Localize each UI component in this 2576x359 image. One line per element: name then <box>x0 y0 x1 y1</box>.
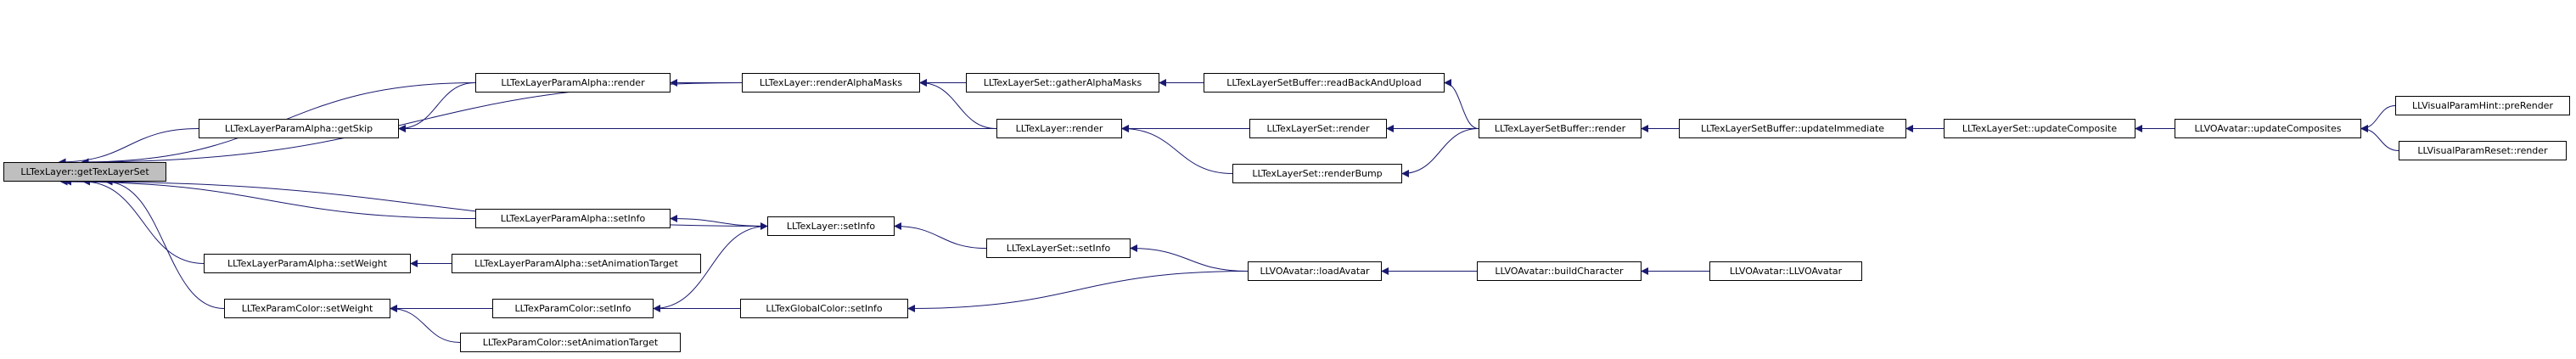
node-render-alpha-masks[interactable]: LLTexLayer::renderAlphaMasks <box>742 73 920 93</box>
node-param-alpha-render[interactable]: LLTexLayerParamAlpha::render <box>475 73 671 93</box>
call-edge-hintPreRender-to-updateComposites <box>2360 105 2396 132</box>
node-layer-render[interactable]: LLTexLayer::render <box>996 119 1122 138</box>
node-layer-set-set-info[interactable]: LLTexLayerSet::setInfo <box>986 238 1131 258</box>
call-edge-alphaSetInfo-to-getTexLayerSet <box>59 177 476 219</box>
node-layer-set-render[interactable]: LLTexLayerSet::render <box>1249 119 1387 138</box>
node-gather-alpha-masks[interactable]: LLTexLayerSet::gatherAlphaMasks <box>966 73 1159 93</box>
call-edge-layerSetInfo-to-alphaSetInfo <box>670 215 768 227</box>
call-edge-layerRender-to-renderAlphaMasks <box>919 79 997 129</box>
call-edge-getSkip-to-getTexLayerSet <box>58 128 199 166</box>
call-edge-layerSetSetInfo-to-layerSetInfo <box>894 222 987 249</box>
node-update-composites[interactable]: LLVOAvatar::updateComposites <box>2175 119 2361 138</box>
call-edge-alphaSetWeight-to-getTexLayerSet <box>82 177 205 264</box>
node-read-back-and-upload[interactable]: LLTexLayerSetBuffer::readBackAndUpload <box>1204 73 1445 93</box>
call-edge-renderBump-to-layerRender <box>1121 125 1233 174</box>
node-buffer-render[interactable]: LLTexLayerSetBuffer::render <box>1479 119 1642 138</box>
node-ctor-avatar[interactable]: LLVOAvatar::LLVOAvatar <box>1709 261 1862 281</box>
node-global-color-set-info[interactable]: LLTexGlobalColor::setInfo <box>740 299 908 318</box>
node-reset-render[interactable]: LLVisualParamReset::render <box>2399 141 2567 160</box>
node-update-immediate[interactable]: LLTexLayerSetBuffer::updateImmediate <box>1679 119 1906 138</box>
node-get-tex-layer-set: LLTexLayer::getTexLayerSet <box>3 162 166 182</box>
node-alpha-set-weight[interactable]: LLTexLayerParamAlpha::setWeight <box>204 254 411 273</box>
node-update-composite[interactable]: LLTexLayerSet::updateComposite <box>1944 119 2135 138</box>
node-color-set-anim[interactable]: LLTexParamColor::setAnimationTarget <box>460 333 681 352</box>
node-render-bump[interactable]: LLTexLayerSet::renderBump <box>1232 164 1402 183</box>
call-edge-loadAvatar-to-globalColorSetInfo <box>907 271 1249 312</box>
node-get-skip[interactable]: LLTexLayerParamAlpha::getSkip <box>199 119 399 138</box>
node-layer-set-info[interactable]: LLTexLayer::setInfo <box>767 216 895 236</box>
node-alpha-set-info[interactable]: LLTexLayerParamAlpha::setInfo <box>475 209 671 228</box>
call-edge-resetRender-to-updateComposites <box>2360 125 2399 151</box>
node-color-set-info[interactable]: LLTexParamColor::setInfo <box>492 299 654 318</box>
node-load-avatar[interactable]: LLVOAvatar::loadAvatar <box>1248 261 1382 281</box>
node-build-character[interactable]: LLVOAvatar::buildCharacter <box>1477 261 1642 281</box>
call-edge-colorSetWeight-to-getTexLayerSet <box>104 177 225 309</box>
call-edge-colorSetAnim-to-colorSetWeight <box>390 305 461 343</box>
node-color-set-weight[interactable]: LLTexParamColor::setWeight <box>224 299 390 318</box>
call-edge-colorSetInfo-to-layerSetInfo <box>653 222 768 309</box>
call-edge-bufferRender-to-renderBump <box>1401 128 1479 177</box>
node-hint-pre-render[interactable]: LLVisualParamHint::preRender <box>2395 96 2570 115</box>
call-edge-loadAvatar-to-layerSetSetInfo <box>1130 244 1249 272</box>
call-edge-renderAlphaMasks-to-getTexLayerSet <box>81 82 743 166</box>
call-edge-paramAlphaRender-to-getSkip <box>398 82 476 132</box>
call-edge-bufferRender-to-readBackAndUpload <box>1444 79 1479 129</box>
node-alpha-set-anim[interactable]: LLTexLayerParamAlpha::setAnimationTarget <box>452 254 701 273</box>
